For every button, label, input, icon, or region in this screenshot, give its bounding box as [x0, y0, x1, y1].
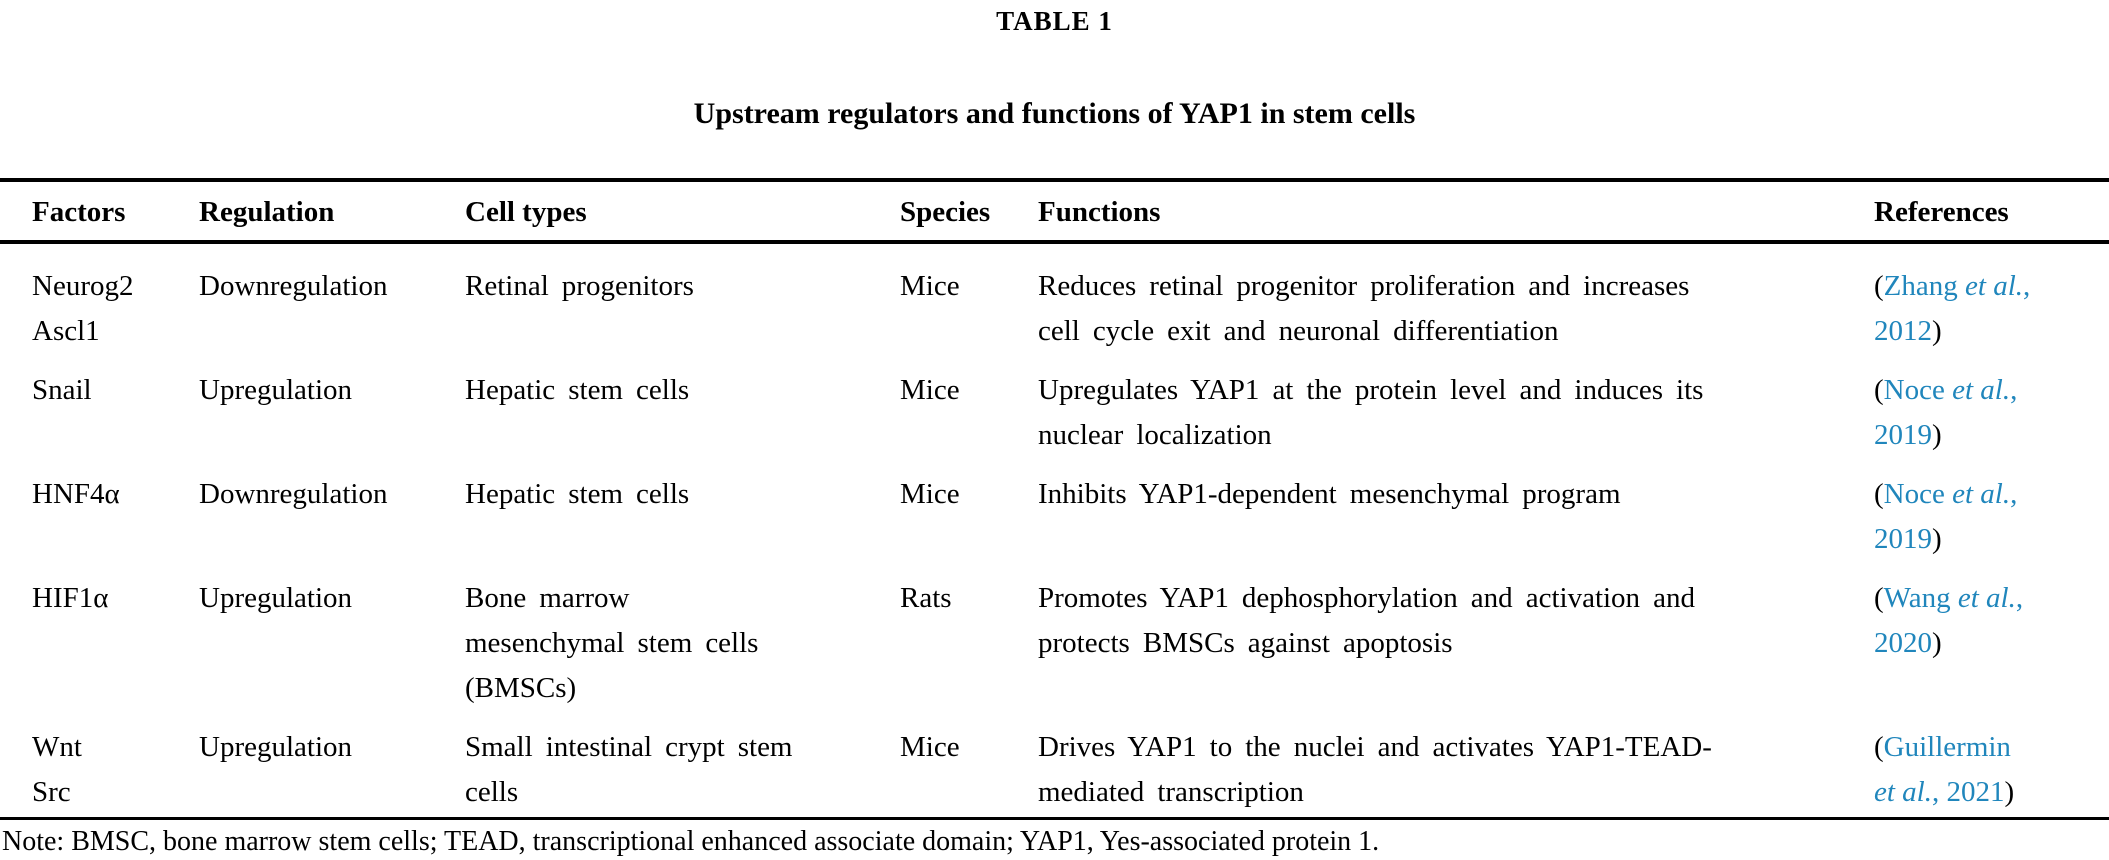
cell-reference: (Zhang et al., 2012)	[1874, 242, 2109, 368]
column-header-factors: Factors	[0, 180, 199, 244]
table-row: Wnt Src Upregulation Small intestinal cr…	[0, 725, 2109, 819]
table-title: Upstream regulators and functions of YAP…	[693, 97, 1416, 130]
reference-citation-link[interactable]: (Zhang et al.,	[1874, 270, 2031, 302]
cell-cell-types: Hepatic stem cells	[465, 374, 690, 406]
reference-close-paren: )	[1932, 523, 1942, 555]
reference-open-paren: (	[1874, 582, 1884, 614]
cell-cell-types: Retinal progenitors	[465, 270, 694, 302]
table-row: Snail Upregulation Hepatic stem cells Mi…	[0, 368, 2109, 472]
reference-citation-link[interactable]: 2019)	[1874, 419, 1942, 451]
reference-open-paren: (	[1874, 374, 1884, 406]
cell-species: Mice	[900, 270, 960, 302]
cell-species: Mice	[900, 731, 960, 763]
column-header-functions: Functions	[1038, 180, 1874, 244]
cell-regulation: Downregulation	[199, 478, 388, 510]
column-header-references: References	[1874, 180, 2109, 244]
cell-reference: (Noce et al., 2019)	[1874, 472, 2109, 576]
column-header-cell-types: Cell types	[465, 180, 900, 244]
cell-factors: Wnt Src	[32, 731, 82, 808]
cell-species: Rats	[900, 582, 952, 614]
cell-cell-types: Small intestinal crypt stem cells	[465, 731, 793, 808]
cell-reference: (Wang et al., 2020)	[1874, 576, 2109, 725]
cell-reference: (Guillermin et al., 2021)	[1874, 725, 2109, 819]
reference-citation-link[interactable]: 2020)	[1874, 627, 1942, 659]
cell-reference: (Noce et al., 2019)	[1874, 368, 2109, 472]
reference-close-paren: )	[1932, 419, 1942, 451]
cell-factors: Neurog2 Ascl1	[32, 270, 134, 347]
reference-open-paren: (	[1874, 731, 1884, 763]
reference-citation-link[interactable]: 2019)	[1874, 523, 1942, 555]
cell-regulation: Upregulation	[199, 731, 353, 763]
reference-close-paren: )	[1932, 627, 1942, 659]
column-header-species: Species	[900, 180, 1038, 244]
cell-regulation: Upregulation	[199, 374, 353, 406]
reference-close-paren: )	[1932, 315, 1942, 347]
reference-open-paren: (	[1874, 270, 1884, 302]
cell-cell-types: Hepatic stem cells	[465, 478, 690, 510]
table-row: Neurog2 Ascl1 Downregulation Retinal pro…	[0, 242, 2109, 368]
yap1-regulators-table: Factors Regulation Cell types Species Fu…	[0, 178, 2109, 820]
cell-regulation: Upregulation	[199, 582, 353, 614]
cell-functions: Drives YAP1 to the nuclei and activates …	[1038, 731, 1712, 808]
cell-factors: HNF4α	[32, 478, 120, 510]
reference-citation-link[interactable]: (Noce et al.,	[1874, 374, 2018, 406]
cell-functions: Inhibits YAP1-dependent mesenchymal prog…	[1038, 478, 1621, 510]
table-footnote: Note: BMSC, bone marrow stem cells; TEAD…	[2, 826, 1380, 857]
cell-factors: Snail	[32, 374, 92, 406]
reference-close-paren: )	[2004, 776, 2015, 808]
table-row: HIF1α Upregulation Bone marrow mesenchym…	[0, 576, 2109, 725]
reference-open-paren: (	[1874, 478, 1884, 510]
table-row: HNF4α Downregulation Hepatic stem cells …	[0, 472, 2109, 576]
reference-citation-link[interactable]: (Guillermin	[1874, 731, 2011, 763]
cell-functions: Reduces retinal progenitor proliferation…	[1038, 270, 1690, 347]
cell-factors: HIF1α	[32, 582, 109, 614]
table-header-row: Factors Regulation Cell types Species Fu…	[0, 180, 2109, 244]
cell-species: Mice	[900, 478, 960, 510]
column-header-regulation: Regulation	[199, 180, 465, 244]
cell-regulation: Downregulation	[199, 270, 388, 302]
cell-species: Mice	[900, 374, 960, 406]
table-label: TABLE 1	[996, 6, 1113, 36]
cell-functions: Promotes YAP1 dephosphorylation and acti…	[1038, 582, 1695, 659]
reference-citation-link[interactable]: 2012)	[1874, 315, 1942, 347]
reference-citation-link[interactable]: et al., 2021)	[1874, 776, 2015, 808]
reference-citation-link[interactable]: (Noce et al.,	[1874, 478, 2018, 510]
cell-cell-types: Bone marrow mesenchymal stem cells (BMSC…	[465, 582, 759, 704]
cell-functions: Upregulates YAP1 at the protein level an…	[1038, 374, 1704, 451]
reference-citation-link[interactable]: (Wang et al.,	[1874, 582, 2024, 614]
